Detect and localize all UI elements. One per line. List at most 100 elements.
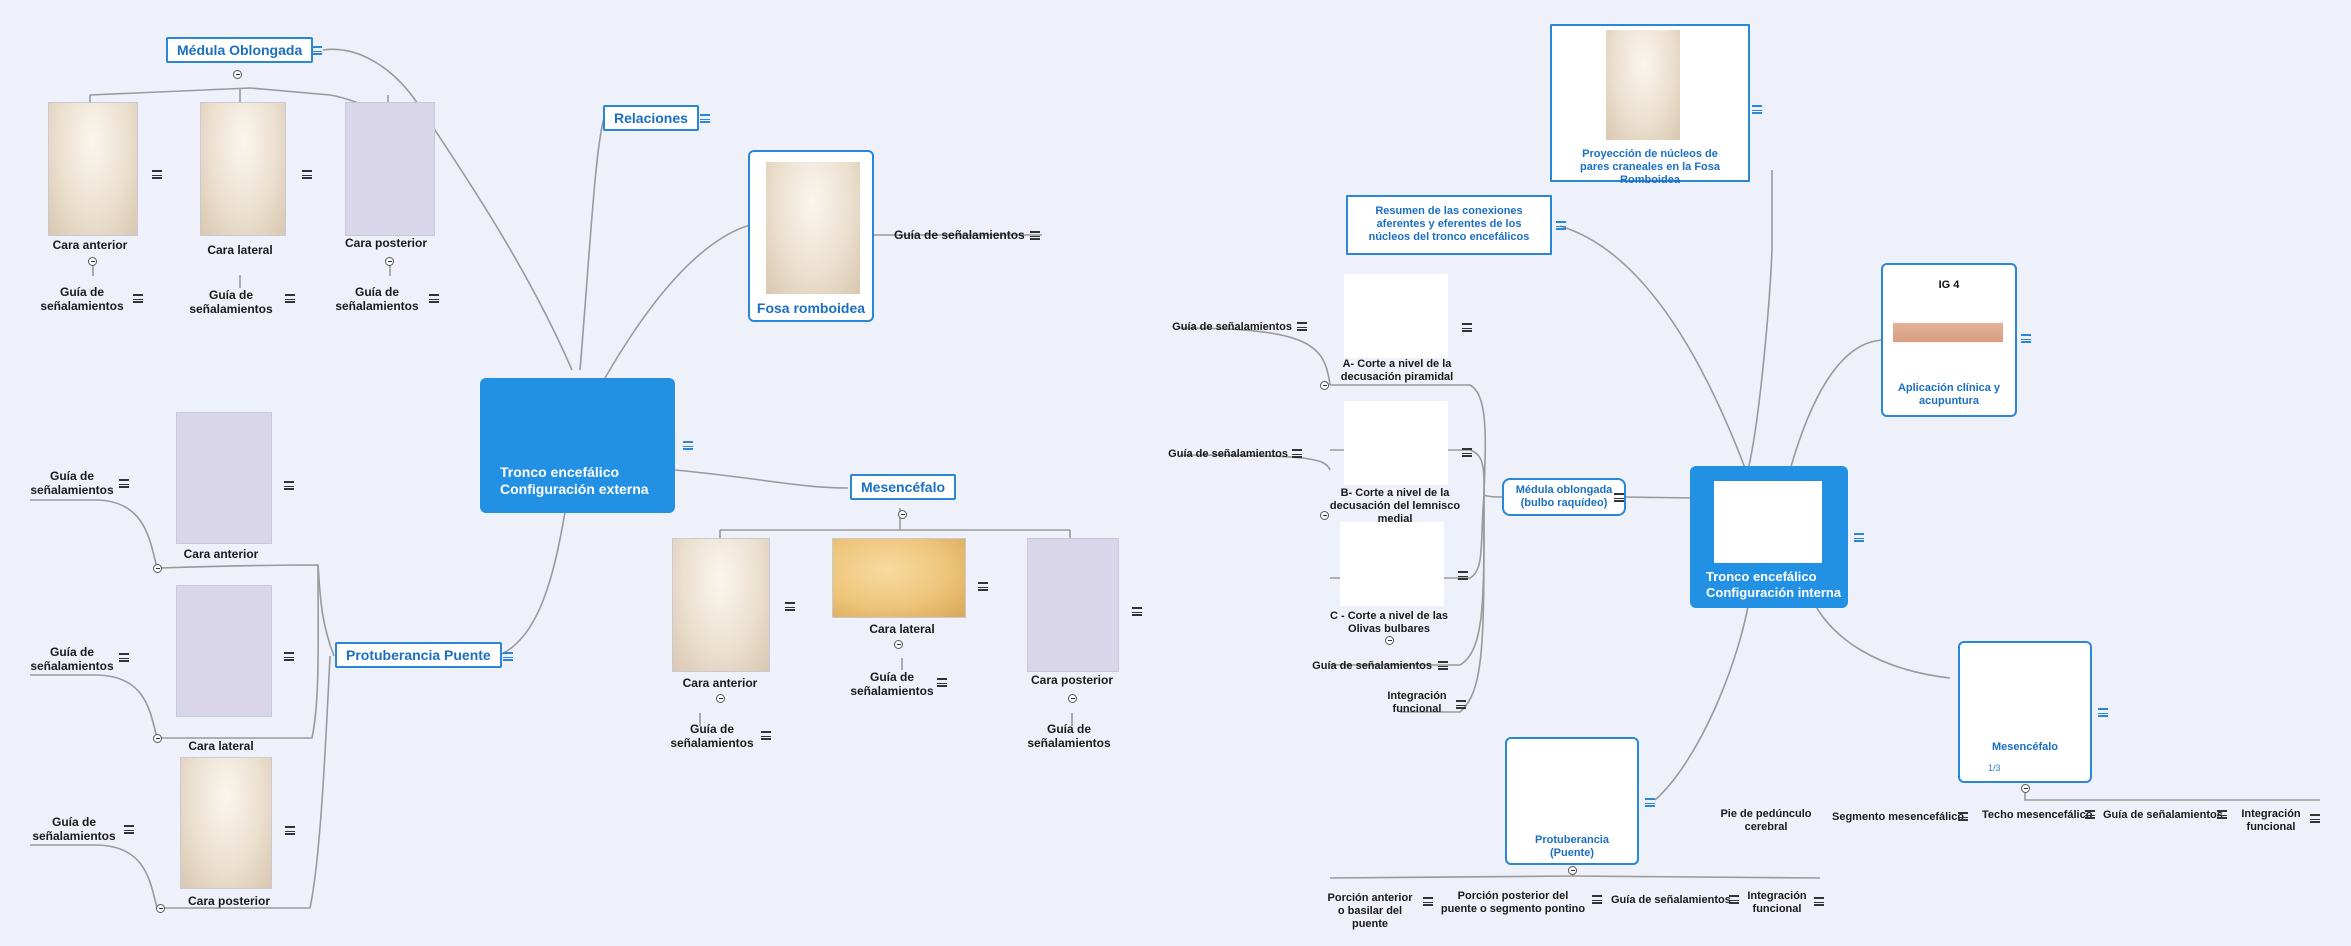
corte-c-notes[interactable] xyxy=(1458,571,1468,580)
corte-b-guide-notes[interactable] xyxy=(1292,449,1302,458)
mesencefalo-posterior-toggle[interactable] xyxy=(1068,694,1077,703)
mesencefalo-guia-notes[interactable] xyxy=(2217,810,2227,819)
protuberancia-anterior-notes[interactable] xyxy=(284,481,294,490)
medula-anterior-image[interactable] xyxy=(48,102,138,236)
mesencefalo-techo[interactable]: Techo mesencefálico xyxy=(1982,809,2093,821)
medula-collapse-toggle[interactable] xyxy=(233,70,242,79)
protuberancia-anterior-toggle[interactable] xyxy=(153,564,162,573)
central-internal-notes-icon[interactable] xyxy=(1854,533,1864,542)
node-proyeccion-nucleos[interactable]: Proyección de núcleos de pares craneales… xyxy=(1550,24,1750,186)
node-medula-bulbo[interactable]: Médula oblongada (bulbo raquídeo) xyxy=(1502,478,1626,516)
corte-c-toggle[interactable] xyxy=(1385,636,1394,645)
mesencefalo-anterior-image[interactable] xyxy=(672,538,770,672)
mesencefalo-anterior-guide[interactable]: Guía de señalamientos xyxy=(670,722,754,750)
fosa-guide-notes[interactable] xyxy=(1030,231,1040,240)
medula-lateral-guide-notes[interactable] xyxy=(285,294,295,303)
protuberancia-lateral-guide[interactable]: Guía de señalamientos xyxy=(30,645,114,673)
mesencefalo-lateral-image[interactable] xyxy=(832,538,966,618)
central-external-notes-icon[interactable] xyxy=(683,441,693,450)
mesencefalo-anterior-notes[interactable] xyxy=(785,602,795,611)
mesencefalo-pie[interactable]: Pie de pedúnculo cerebral xyxy=(1720,808,1812,833)
medula-anterior-guide[interactable]: Guía de señalamientos xyxy=(40,285,124,313)
mesencefalo-collapse-toggle[interactable] xyxy=(898,510,907,519)
node-fosa-romboidea[interactable]: Fosa romboidea xyxy=(748,150,874,322)
protuberancia-interno-toggle[interactable] xyxy=(1568,866,1577,875)
protuberancia-porcion-anterior[interactable]: Porción anterior o basilar del puente xyxy=(1327,892,1413,930)
mesencefalo-lateral-guide-notes[interactable] xyxy=(937,678,947,687)
resumen-notes-icon[interactable] xyxy=(1556,221,1566,230)
protuberancia-notes-icon[interactable] xyxy=(503,652,513,661)
corte-b-guide[interactable]: Guía de señalamientos xyxy=(1168,448,1288,460)
relaciones-notes-icon[interactable] xyxy=(700,114,710,123)
node-relaciones[interactable]: Relaciones xyxy=(603,105,699,131)
node-mesencefalo[interactable]: Mesencéfalo xyxy=(850,474,957,500)
node-mesencefalo-interno[interactable]: Mesencéfalo 1/3 xyxy=(1958,641,2092,783)
protuberancia-guia-notes[interactable] xyxy=(1729,895,1739,904)
protuberancia-posterior-guide[interactable]: Guía de señalamientos xyxy=(32,815,116,843)
medula-lateral-notes-icon[interactable] xyxy=(302,170,312,179)
mesencefalo-anterior-guide-notes[interactable] xyxy=(761,731,771,740)
mesencefalo-lateral-guide[interactable]: Guía de señalamientos xyxy=(850,670,934,698)
medula-posterior-guide-notes[interactable] xyxy=(429,294,439,303)
medula-bulbo-notes-icon[interactable] xyxy=(1614,493,1624,502)
corte-b-image[interactable] xyxy=(1344,401,1448,485)
mesencefalo-guia[interactable]: Guía de señalamientos xyxy=(2103,809,2223,821)
protuberancia-lateral-guide-notes[interactable] xyxy=(119,653,129,662)
mesencefalo-segmento-notes[interactable] xyxy=(1958,812,1968,821)
medula-posterior-image[interactable] xyxy=(345,102,435,236)
medula-bulbo-integracion-notes[interactable] xyxy=(1456,700,1466,709)
protuberancia-lateral-image[interactable] xyxy=(176,585,272,717)
protuberancia-lateral-notes[interactable] xyxy=(284,652,294,661)
mesencefalo-lateral-toggle[interactable] xyxy=(894,640,903,649)
mesencefalo-posterior-image[interactable] xyxy=(1027,538,1119,672)
central-node-external[interactable]: Tronco encefálico Configuración externa xyxy=(480,378,675,513)
node-resumen-conexiones[interactable]: Resumen de las conexiones aferentes y ef… xyxy=(1346,195,1552,255)
medula-lateral-guide[interactable]: Guía de señalamientos xyxy=(189,288,273,316)
medula-anterior-toggle[interactable] xyxy=(88,257,97,266)
node-aplicacion-clinica[interactable]: IG 4 Aplicación clínica y acupuntura xyxy=(1881,263,2017,417)
mesencefalo-techo-notes[interactable] xyxy=(2085,810,2095,819)
protuberancia-anterior-image[interactable] xyxy=(176,412,272,544)
mesencefalo-lateral-notes[interactable] xyxy=(978,582,988,591)
fosa-guide[interactable]: Guía de señalamientos xyxy=(894,228,1025,242)
protuberancia-integracion[interactable]: Integración funcional xyxy=(1747,890,1807,915)
mesencefalo-integracion[interactable]: Integración funcional xyxy=(2241,808,2301,833)
node-protuberancia-interno[interactable]: Protuberancia (Puente) xyxy=(1505,737,1639,865)
mesencefalo-interno-notes-icon[interactable] xyxy=(2098,708,2108,717)
node-protuberancia-puente[interactable]: Protuberancia Puente xyxy=(335,642,502,668)
medula-bulbo-integracion[interactable]: Integración funcional xyxy=(1387,690,1447,715)
protuberancia-posterior-toggle[interactable] xyxy=(156,904,165,913)
medula-posterior-guide[interactable]: Guía de señalamientos xyxy=(335,285,419,313)
medula-notes-icon[interactable] xyxy=(312,46,322,55)
mesencefalo-interno-toggle[interactable] xyxy=(2021,784,2030,793)
mesencefalo-segmento[interactable]: Segmento mesencefálico xyxy=(1832,811,1965,823)
node-medula-oblongada[interactable]: Médula Oblongada xyxy=(166,37,314,63)
protuberancia-integracion-notes[interactable] xyxy=(1814,897,1824,906)
medula-anterior-guide-notes[interactable] xyxy=(133,294,143,303)
mesencefalo-anterior-toggle[interactable] xyxy=(716,694,725,703)
corte-a-notes[interactable] xyxy=(1462,323,1472,332)
corte-c-guide[interactable]: Guía de señalamientos xyxy=(1312,660,1432,672)
mesencefalo-integracion-notes[interactable] xyxy=(2310,814,2320,823)
medula-lateral-image[interactable] xyxy=(200,102,286,236)
corte-c-guide-notes[interactable] xyxy=(1438,661,1448,670)
protuberancia-anterior-guide[interactable]: Guía de señalamientos xyxy=(30,469,114,497)
protuberancia-posterior-image[interactable] xyxy=(180,757,272,889)
central-node-internal[interactable]: Tronco encefálico Configuración interna xyxy=(1690,466,1848,608)
protuberancia-porcion-posterior[interactable]: Porción posterior del puente o segmento … xyxy=(1440,890,1586,915)
mesencefalo-interno-pager[interactable]: 1/3 xyxy=(1988,763,2001,773)
protuberancia-porcion-anterior-notes[interactable] xyxy=(1423,897,1433,906)
protuberancia-lateral-toggle[interactable] xyxy=(153,734,162,743)
mesencefalo-posterior-notes[interactable] xyxy=(1132,607,1142,616)
aplicacion-notes-icon[interactable] xyxy=(2021,334,2031,343)
corte-a-toggle[interactable] xyxy=(1320,381,1329,390)
protuberancia-anterior-guide-notes[interactable] xyxy=(119,479,129,488)
corte-a-guide-notes[interactable] xyxy=(1297,322,1307,331)
protuberancia-interno-notes-icon[interactable] xyxy=(1645,798,1655,807)
corte-b-toggle[interactable] xyxy=(1320,511,1329,520)
corte-c-image[interactable] xyxy=(1340,522,1444,606)
corte-a-guide[interactable]: Guía de señalamientos xyxy=(1172,321,1292,333)
medula-anterior-notes-icon[interactable] xyxy=(152,170,162,179)
medula-posterior-toggle[interactable] xyxy=(385,257,394,266)
corte-b-notes[interactable] xyxy=(1462,448,1472,457)
